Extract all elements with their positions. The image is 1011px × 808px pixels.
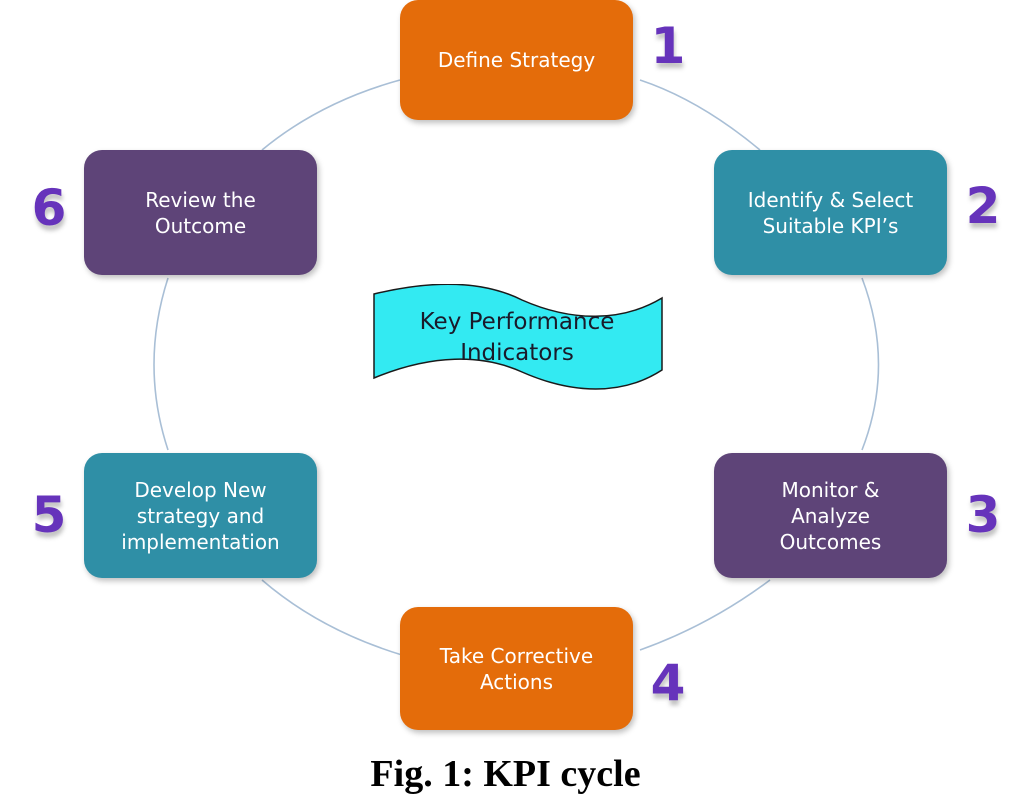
step-label: Monitor & Analyze Outcomes	[779, 477, 882, 554]
step-define-strategy: Define Strategy	[400, 0, 633, 120]
connector-2-3	[861, 277, 880, 451]
center-label: Key Performance Indicators	[419, 309, 615, 366]
kpi-center-banner	[373, 284, 663, 390]
step-take-corrective-actions: Take Corrective Actions	[400, 607, 633, 730]
step-label: Review the Outcome	[145, 187, 256, 238]
connector-5-6	[153, 277, 169, 451]
banner-shape	[373, 284, 663, 390]
step-develop-new-strategy: Develop New strategy and implementation	[84, 453, 317, 578]
connector-6-1	[261, 79, 401, 151]
step-label: Develop New strategy and implementation	[121, 477, 280, 554]
connector-1-2	[639, 79, 761, 151]
step-number-5: 5	[31, 486, 67, 544]
connector-3-4	[639, 579, 771, 651]
step-label: Define Strategy	[437, 48, 596, 72]
step-number-2: 2	[965, 177, 1001, 235]
step-number-1: 1	[650, 17, 686, 75]
connector-4-5	[261, 579, 403, 656]
step-label: Identify & Select Suitable KPI’s	[747, 187, 914, 238]
step-label: Take Corrective Actions	[439, 643, 594, 694]
step-number-4: 4	[650, 654, 686, 712]
step-monitor-analyze: Monitor & Analyze Outcomes	[714, 453, 947, 578]
step-identify-select-kpis: Identify & Select Suitable KPI’s	[714, 150, 947, 275]
step-number-6: 6	[31, 179, 67, 237]
cycle-connectors	[153, 79, 880, 656]
step-review-outcome: Review the Outcome	[84, 150, 317, 275]
figure-caption: Fig. 1: KPI cycle	[370, 753, 641, 795]
step-number-3: 3	[965, 486, 1001, 544]
